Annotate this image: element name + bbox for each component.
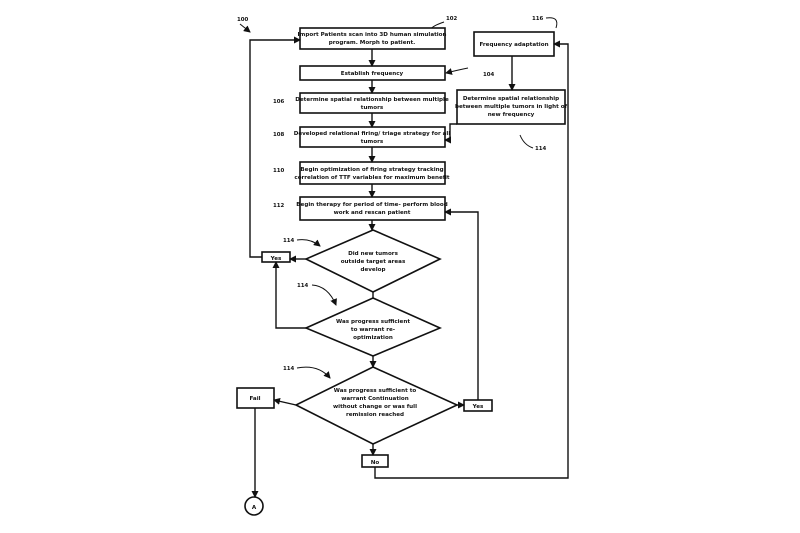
decision-reoptimization-line1: Was progress sufficient — [336, 319, 410, 325]
decision-continuation-line1: Was progress sufficient to — [334, 388, 417, 394]
decision-new-tumors-line1: Did new tumors — [348, 251, 398, 257]
ref-114-box-leader — [519, 134, 534, 149]
figure-number-arrow — [239, 23, 251, 33]
ref-114-d1: 114 — [283, 238, 295, 244]
step-firing-line1: Developed relational firing/ triage stra… — [294, 131, 451, 137]
flow-decision3-to-fail — [273, 397, 297, 406]
decision-reoptimization-line3: optimization — [353, 335, 393, 341]
flow-determine-to-firing — [444, 123, 457, 144]
step-firing-line2: tumors — [361, 139, 384, 145]
connector-a-label: A — [252, 505, 257, 511]
ref-114-box: 114 — [535, 146, 547, 152]
ref-116-leader — [545, 17, 558, 29]
outcome-yes-continuation-label: Yes — [472, 404, 484, 410]
ref-116: 116 — [532, 16, 544, 22]
ref-106: 106 — [273, 99, 285, 105]
step-spatial-line2: tumors — [361, 105, 384, 111]
step-determine-new-line3: new frequency — [488, 112, 535, 118]
decision-reoptimization-line2: to warrant re- — [351, 327, 396, 333]
step-frequency-adaptation-label: Frequency adaptation — [479, 42, 548, 48]
ref-112: 112 — [273, 203, 285, 209]
decision-continuation-line2: warrant Continuation — [341, 396, 409, 402]
step-therapy — [299, 196, 446, 221]
decision-continuation-line4: remission reached — [346, 412, 404, 418]
step-determine-new-line2: between multiple tumors in light of — [455, 104, 568, 110]
step-frequency-adaptation — [473, 31, 555, 57]
flow-no-to-frequency-adaptation — [374, 40, 569, 479]
figure-number: 100 — [237, 17, 249, 23]
flow-yes-to-import — [249, 36, 301, 258]
ref-108: 108 — [273, 132, 285, 138]
step-therapy-line2: work and rescan patient — [334, 210, 411, 216]
step-spatial-line1: Determine spatial relationship between m… — [295, 97, 449, 103]
decision-continuation-line3: without change or was full — [333, 404, 417, 410]
ref-114-d2: 114 — [297, 283, 309, 289]
flow-yes-to-therapy — [444, 208, 479, 400]
ref-102: 102 — [446, 16, 458, 22]
step-therapy-line1: Begin therapy for period of time- perfor… — [296, 202, 447, 208]
step-import-line2: program. Morph to patient. — [329, 40, 416, 46]
ref-114-d3-leader — [296, 366, 331, 379]
ref-114-d2-leader — [311, 284, 337, 306]
step-establish-label: Establish frequency — [341, 71, 404, 77]
flow-decision2-to-yes — [272, 261, 306, 329]
step-determine-new-line1: Determine spatial relationship — [463, 96, 559, 102]
decision-new-tumors-line2: outside target areas — [341, 259, 406, 265]
outcome-no-label: No — [371, 460, 380, 466]
outcome-fail-label: Fail — [249, 396, 260, 402]
step-optimization-line2: correlation of TTF variables for maximum… — [294, 175, 450, 181]
ref-114-d3: 114 — [283, 366, 295, 372]
ref-104-leader — [445, 67, 469, 75]
decision-new-tumors-line3: develop — [360, 267, 385, 273]
step-import-line1: Import Patients scan into 3D human simul… — [297, 32, 446, 38]
ref-104: 104 — [483, 72, 495, 78]
step-optimization-line1: Begin optimization of firing strategy tr… — [300, 167, 443, 173]
outcome-yes-new-tumors-label: Yes — [270, 256, 282, 262]
ref-114-d1-leader — [296, 239, 321, 247]
ref-110: 110 — [273, 168, 285, 174]
